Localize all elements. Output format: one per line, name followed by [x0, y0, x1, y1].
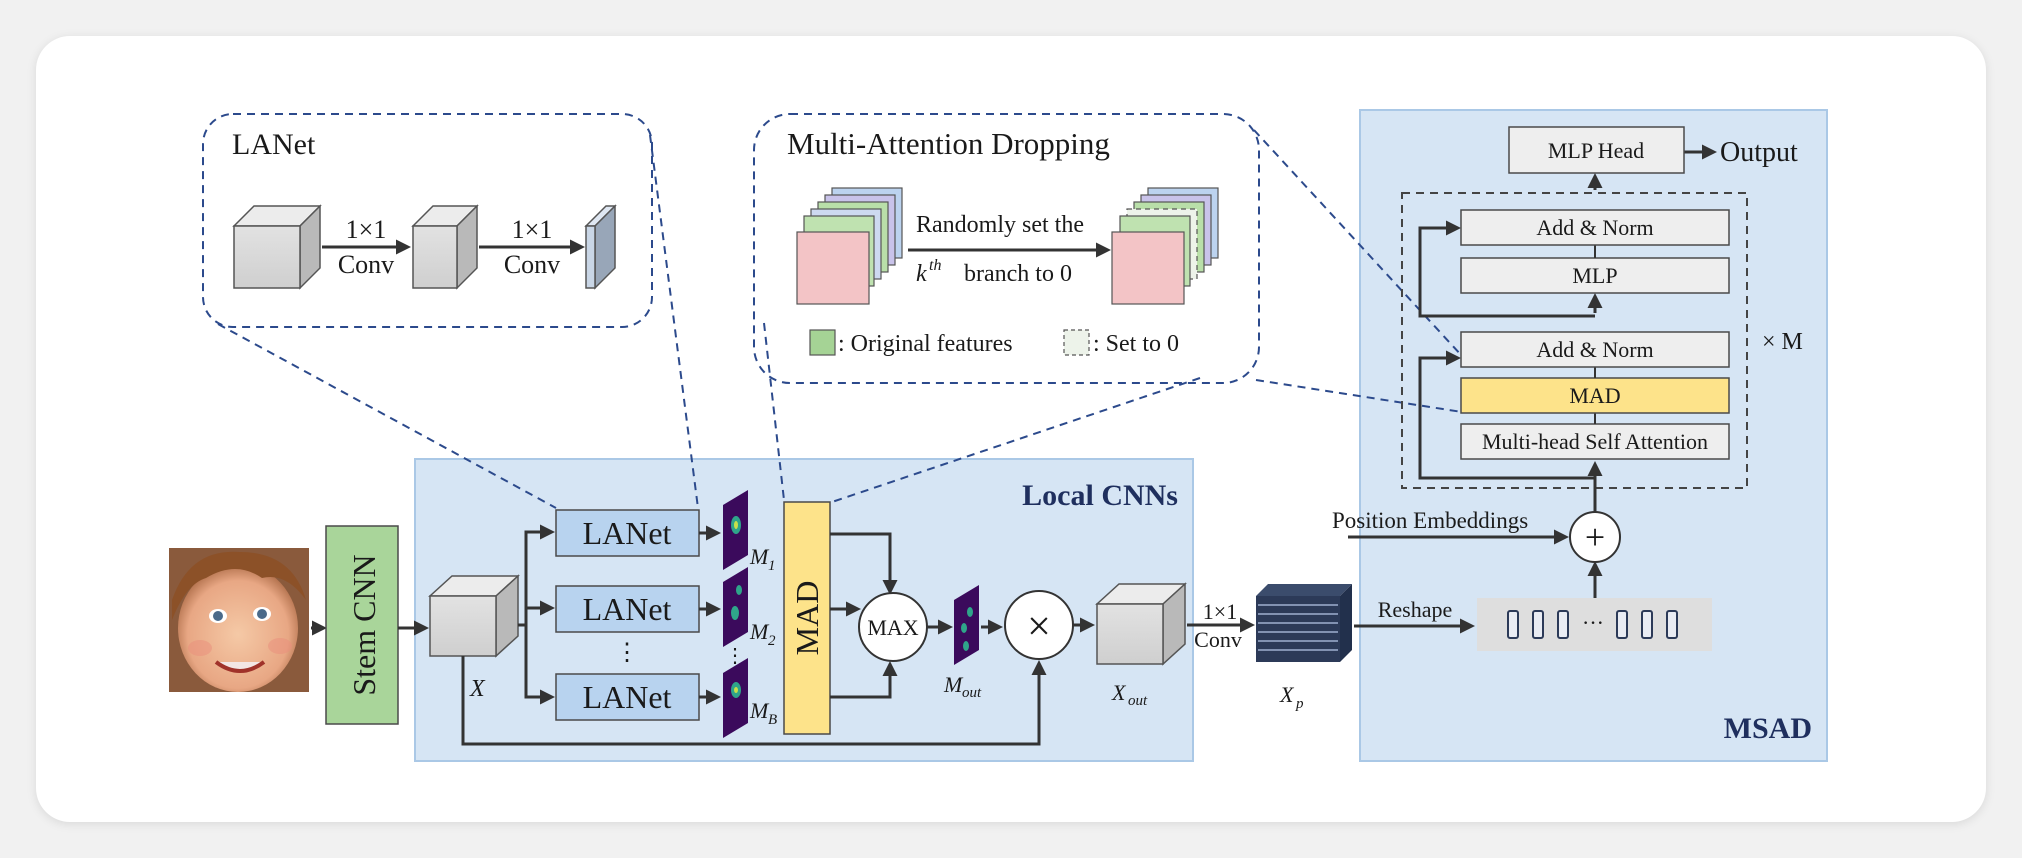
add-norm-top-block: [1460, 209, 1730, 246]
mad-panel-title: Multi-Attention Dropping: [787, 126, 1110, 161]
x-label: X: [469, 676, 486, 702]
plus-symbol: +: [1585, 517, 1605, 557]
attention-map-b: [723, 658, 748, 738]
svg-text:M: M: [749, 544, 770, 569]
attention-map-2: [723, 567, 748, 647]
add-norm-top-label: Add & Norm: [1536, 215, 1653, 240]
msad-mad-label: MAD: [1569, 383, 1620, 408]
mlp-label: MLP: [1572, 263, 1617, 288]
lanet-conv2-top: 1×1: [512, 215, 553, 244]
multiply-symbol: ×: [1027, 604, 1051, 650]
svg-text:M: M: [943, 672, 964, 697]
repeat-label: × M: [1762, 329, 1803, 355]
mout-label: M out: [943, 672, 982, 701]
map-vdots: ⋮: [725, 645, 745, 667]
mad-block-label: MAD: [789, 581, 825, 656]
svg-text:B: B: [768, 712, 777, 728]
input-face-image: [169, 548, 309, 692]
lanet-box-2: [555, 585, 700, 633]
lanet-box-1-label: LANet: [583, 515, 672, 551]
reshape-label: Reshape: [1378, 597, 1453, 622]
mlp-block: [1460, 257, 1730, 294]
conv11-top: 1×1: [1203, 599, 1237, 624]
legend-original-label: : Original features: [838, 331, 1013, 357]
lanet-conv1-bottom: Conv: [338, 250, 394, 279]
local-cnns-label: Local CNNs: [1022, 479, 1178, 512]
feature-stack-original: [796, 187, 903, 305]
xout-label: X out: [1111, 680, 1148, 709]
svg-text:M: M: [749, 619, 770, 644]
feature-stack-dropped: [1111, 187, 1219, 305]
svg-text:k: k: [916, 261, 927, 287]
svg-text:out: out: [962, 685, 982, 701]
zoom-connectors: [217, 129, 1463, 509]
lanet-box-2-label: LANet: [583, 591, 672, 627]
svg-text:branch to 0: branch to 0: [964, 261, 1072, 287]
mlp-head-label: MLP Head: [1548, 138, 1644, 163]
position-embeddings-label: Position Embeddings: [1332, 508, 1528, 533]
conv11-bottom: Conv: [1194, 627, 1242, 652]
mad-block: [783, 501, 831, 735]
legend-original-swatch: [809, 329, 836, 356]
map-label-m2: M 2: [749, 619, 776, 649]
transformer-block: [1401, 192, 1748, 489]
add-norm-bottom-block: [1460, 331, 1730, 368]
lanet-cube-large: [232, 204, 322, 290]
msad-mad-block: [1460, 377, 1730, 414]
feature-cube-x: [428, 574, 520, 658]
token-stack-xp: [1256, 584, 1352, 662]
stem-cnn-label: Stem CNN: [346, 554, 382, 695]
legend-set0-label: : Set to 0: [1093, 331, 1179, 357]
lanet-cube-medium: [411, 204, 479, 290]
max-label: MAX: [867, 615, 918, 640]
svg-text:2: 2: [768, 633, 776, 649]
xp-label: X p: [1279, 682, 1304, 712]
svg-text:th: th: [929, 257, 941, 274]
mad-arrow-text-line2: k th branch to 0: [916, 257, 1072, 287]
lanet-conv1-top: 1×1: [346, 215, 387, 244]
map-label-mb: M B: [749, 698, 777, 728]
token-items: [1507, 610, 1678, 639]
token-ellipsis: ···: [1582, 610, 1604, 635]
msad-label: MSAD: [1724, 712, 1812, 745]
mlp-head-block: [1508, 126, 1685, 174]
svg-text:p: p: [1295, 696, 1304, 712]
map-label-m1: M 1: [749, 544, 776, 574]
lanet-vdots: ⋮: [615, 640, 639, 666]
svg-text:X: X: [1279, 682, 1295, 707]
stem-cnn-block: [325, 525, 399, 725]
lanet-cube-thin: [584, 204, 617, 290]
lanet-box-1: [555, 509, 700, 557]
mad-arrow-text-line1: Randomly set the: [916, 212, 1084, 238]
feature-cube-xout: [1095, 582, 1187, 666]
svg-text:X: X: [1111, 680, 1127, 705]
add-norm-bottom-label: Add & Norm: [1536, 337, 1653, 362]
output-label: Output: [1720, 137, 1798, 168]
mhsa-block: [1460, 423, 1730, 460]
lanet-panel-title: LANet: [232, 128, 316, 161]
svg-text:out: out: [1128, 693, 1148, 709]
legend-set0-swatch: [1063, 329, 1090, 356]
attention-map-1: [723, 490, 748, 570]
lanet-conv2-bottom: Conv: [504, 250, 560, 279]
svg-text:1: 1: [768, 558, 776, 574]
mhsa-label: Multi-head Self Attention: [1482, 429, 1708, 454]
lanet-box-3-label: LANet: [583, 679, 672, 715]
attention-map-out: [954, 585, 979, 665]
svg-text:M: M: [749, 698, 770, 723]
